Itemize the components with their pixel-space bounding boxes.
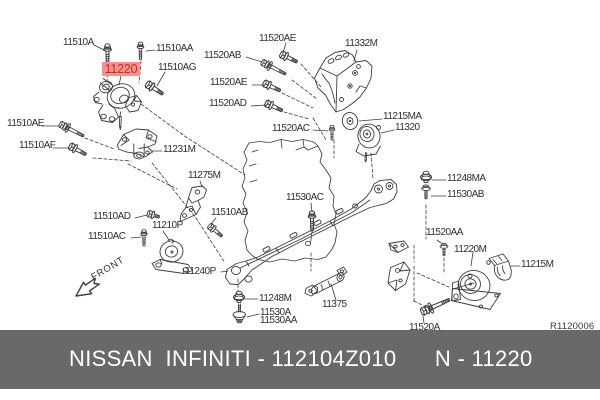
bolt-11520AE-top [278, 49, 300, 67]
part-label-11520AA[interactable]: 11520AA [426, 227, 463, 238]
part-label-11510AA[interactable]: 11510AA [156, 43, 193, 54]
bolt-11510AG [143, 78, 167, 99]
part-label-11520AD[interactable]: 11520AD [209, 98, 247, 109]
part-label-11248M[interactable]: 11248M [259, 293, 292, 304]
bracket-right-upper-drawing [388, 240, 409, 253]
clamp-11215M-drawing [486, 253, 512, 281]
bolt-11520AC [328, 124, 336, 141]
part-label-11520AE-2[interactable]: 11520AE [210, 77, 247, 88]
engine-block-outline [241, 139, 338, 263]
part-label-11510AF[interactable]: 11510AF [19, 140, 56, 151]
part-label-11220-highlighted[interactable]: 11220 [102, 62, 140, 76]
bracket-11275M-drawing [179, 185, 207, 222]
mount-11210P-drawing [151, 238, 193, 274]
part-label-11510AG[interactable]: 11510AG [158, 62, 197, 73]
bracket-right-lower-drawing [387, 261, 411, 291]
bolt-11510AC [140, 229, 148, 247]
part-label-11332M[interactable]: 11332M [345, 38, 378, 49]
bolt-11510AF [66, 141, 89, 159]
bracket-11231M-drawing [117, 128, 158, 160]
part-label-11510AE[interactable]: 11510AE [7, 118, 44, 129]
assembly-dashed-lines [84, 60, 450, 309]
stopper-11248M [232, 290, 246, 304]
part-label-11240P[interactable]: 11240P [185, 266, 216, 277]
bolt-11520AA [439, 242, 449, 257]
part-label-11215M[interactable]: 11215M [521, 259, 554, 270]
part-label-11220M[interactable]: 11220M [454, 244, 487, 255]
bolt-11530A [232, 303, 246, 324]
part-label-11215MA[interactable]: 11215MA [383, 111, 422, 122]
bolt-11520AD [263, 98, 285, 116]
diagram-reference-code: R1120006 [550, 320, 595, 332]
front-arrow [75, 277, 100, 297]
part-label-11510AC[interactable]: 11510AC [88, 231, 126, 242]
footer-caption: NISSAN INFINITI - 112104Z010 N - 11220 [69, 346, 533, 371]
bolt-11510AA [136, 41, 145, 61]
part-label-11320[interactable]: 11320 [395, 122, 420, 133]
washer-11215MA-drawing [341, 112, 359, 130]
part-label-11530A[interactable]: 11530A [260, 306, 291, 318]
part-label-11510AB[interactable]: 11510AB [211, 207, 248, 218]
part-label-11510A[interactable]: 11510A [63, 37, 94, 48]
part-label-11520AB[interactable]: 11520AB [204, 50, 241, 61]
part-label-11375[interactable]: 11375 [322, 299, 347, 310]
crossmember-11240P-drawing [225, 179, 398, 285]
part-label-11231M[interactable]: 11231M [163, 144, 196, 155]
bolt-11520AE-2 [261, 78, 283, 96]
damper-11375-drawing [304, 266, 348, 297]
label-leader-lines [41, 42, 521, 324]
part-label-11520A[interactable]: 11520A [409, 322, 440, 333]
part-label-11520AC[interactable]: 11520AC [272, 123, 310, 134]
bolt-11510AB [205, 221, 226, 240]
part-label-11520AE[interactable]: 11520AE [259, 33, 296, 44]
bolt-11530AB [421, 184, 431, 200]
part-label-11275M[interactable]: 11275M [188, 170, 221, 181]
bracket-11332M-drawing [314, 50, 373, 113]
footer-banner: NISSAN INFINITI - 112104Z010 N - 11220 [0, 330, 600, 389]
part-label-11530AC[interactable]: 11530AC [286, 192, 324, 203]
mount-11320-drawing [355, 123, 381, 163]
mount-11220M-drawing [451, 270, 501, 310]
mount-11220-drawing [93, 78, 142, 130]
part-label-11530AB[interactable]: 11530AB [447, 189, 484, 200]
bolt-11510AE [57, 119, 87, 141]
part-label-11510AD[interactable]: 11510AD [93, 211, 131, 222]
part-label-11210P[interactable]: 11210P [152, 220, 183, 231]
part-label-11248MA[interactable]: 11248MA [447, 173, 486, 184]
stopper-11248MA [419, 170, 433, 184]
part-label-11530AA[interactable]: 11530AA [260, 314, 297, 326]
